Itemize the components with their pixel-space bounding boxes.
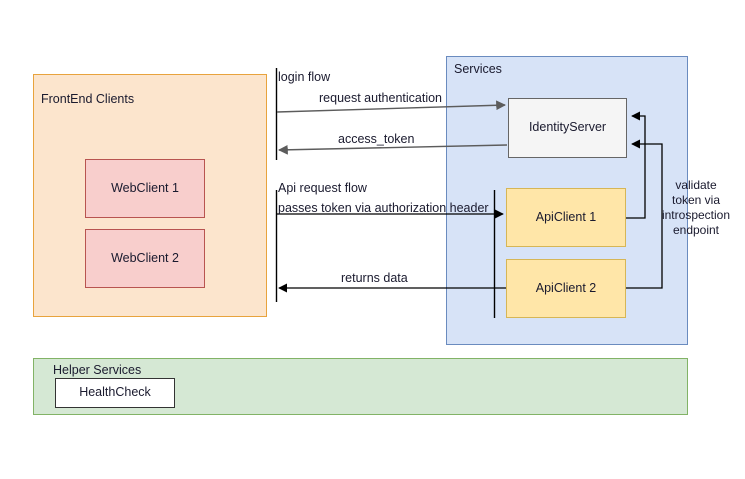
- node-api-client-2[interactable]: ApiClient 2: [506, 259, 626, 318]
- node-web-client-2[interactable]: WebClient 2: [85, 229, 205, 288]
- node-identity-server-label: IdentityServer: [528, 120, 607, 135]
- login-flow-label: login flow: [278, 70, 331, 84]
- validate-token-note: validate token via introspection endpoin…: [661, 178, 731, 237]
- node-web-client-1[interactable]: WebClient 1: [85, 159, 205, 218]
- api-request-flow-label: Api request flow: [278, 181, 367, 195]
- node-health-check[interactable]: HealthCheck: [55, 378, 175, 408]
- group-frontend-clients-title: FrontEnd Clients: [41, 92, 135, 106]
- access-token-label: access_token: [338, 132, 415, 146]
- node-identity-server[interactable]: IdentityServer: [508, 98, 627, 158]
- node-web-client-2-label: WebClient 2: [111, 250, 179, 265]
- group-services-title: Services: [454, 62, 502, 76]
- group-helper-services-title: Helper Services: [53, 363, 142, 377]
- returns-data-label: returns data: [341, 271, 408, 285]
- node-web-client-1-label: WebClient 1: [111, 180, 179, 195]
- node-health-check-label: HealthCheck: [79, 385, 151, 400]
- request-authentication-label: request authentication: [319, 91, 443, 105]
- node-api-client-1[interactable]: ApiClient 1: [506, 188, 626, 247]
- node-api-client-2-label: ApiClient 2: [535, 280, 597, 295]
- node-api-client-1-label: ApiClient 1: [535, 209, 597, 224]
- passes-token-label: passes token via authorization header: [278, 201, 489, 215]
